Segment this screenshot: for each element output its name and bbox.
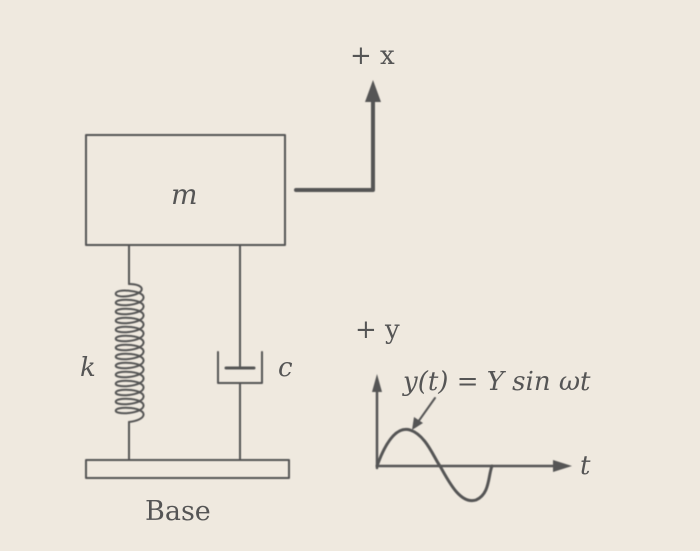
base-motion-plot [372, 374, 572, 503]
damper-c [217, 244, 263, 461]
damper-label: c [278, 353, 293, 383]
time-axis-label: t [580, 451, 591, 481]
x-displacement-arrow [294, 80, 381, 192]
base-plate [85, 459, 290, 479]
plus-x-label: + x [350, 41, 395, 71]
y-axis-arrowhead [372, 374, 382, 392]
base-label: Base [145, 496, 211, 527]
mass-block [85, 134, 286, 246]
spring-label: k [80, 353, 96, 383]
sine-wave [375, 428, 494, 503]
plus-y-label: + y [355, 315, 400, 345]
mass-label: m [171, 178, 198, 211]
equation-label: y(t) = Y sin ωt [402, 367, 591, 397]
t-axis-arrowhead [553, 460, 572, 472]
equation-pointer [417, 397, 436, 423]
spring-k [114, 244, 145, 461]
